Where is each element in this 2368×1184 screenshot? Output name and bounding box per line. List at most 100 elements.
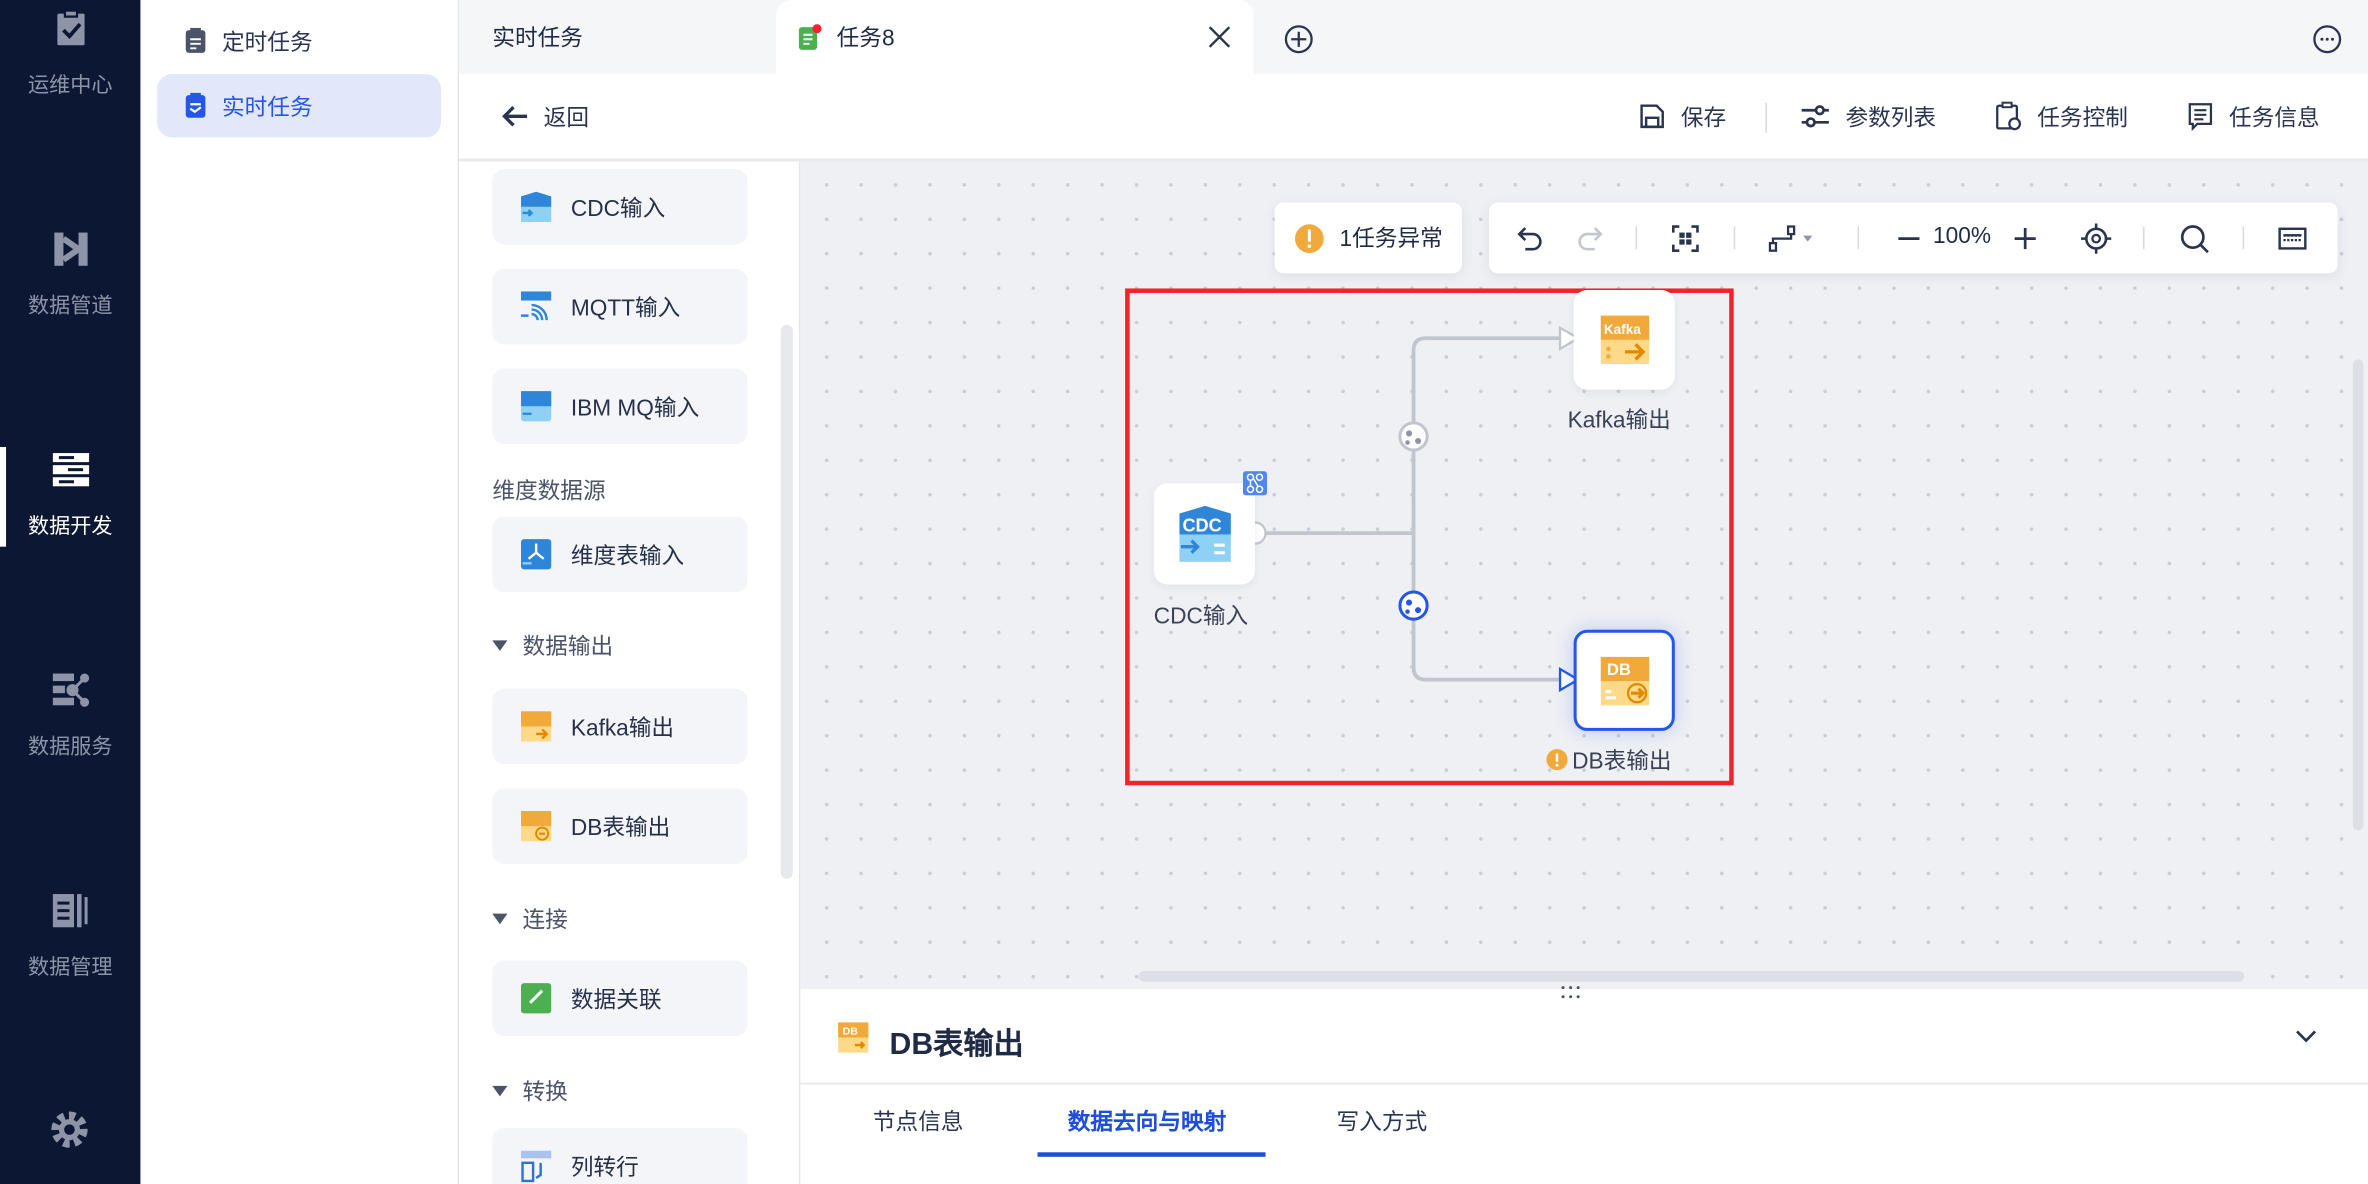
palette-item-db-output[interactable]: DB表输出 (492, 788, 748, 864)
palette-item-mqtt-input[interactable]: MQTT输入 (492, 268, 748, 345)
zoom-out-icon[interactable] (1894, 224, 1924, 254)
nav-item-service[interactable]: 数据服务 (0, 671, 140, 777)
clipboard-check-icon (56, 9, 84, 46)
section-label: 连接 (522, 907, 568, 934)
sub-nav: 定时任务 实时任务 (140, 0, 460, 1184)
canvas-vertical-scrollbar[interactable] (2352, 359, 2364, 831)
tab-write-mode[interactable]: 写入方式 (1336, 1109, 1428, 1136)
task-control-label: 任务控制 (2037, 104, 2128, 131)
save-label: 保存 (1680, 104, 1727, 131)
nav-item-ops[interactable]: 运维中心 (0, 9, 140, 115)
ibm-mq-icon (521, 391, 552, 422)
search-icon[interactable] (2178, 222, 2211, 255)
panel-divider (800, 1082, 2368, 1085)
more-icon[interactable] (2312, 24, 2342, 54)
db-icon-text: DB (843, 1025, 859, 1037)
nav-label: 数据管理 (27, 954, 113, 979)
palette-item-label: IBM MQ输入 (570, 394, 700, 421)
tab-node-info[interactable]: 节点信息 (872, 1109, 964, 1136)
gear-icon[interactable] (50, 1110, 89, 1149)
section-label: 转换 (522, 1079, 568, 1106)
palette-item-label: 维度表输入 (570, 542, 685, 569)
flow-canvas[interactable]: 1任务异常 100% CDC CDC输入 Kafka Kafka输出 DB (800, 161, 2368, 990)
canvas-toolbar: 100% (1489, 202, 2338, 274)
plus-circle-icon[interactable] (1284, 24, 1314, 54)
mqtt-icon (521, 291, 552, 321)
zoom-in-icon[interactable] (2010, 224, 2040, 254)
nav-label: 数据管道 (27, 292, 113, 318)
palette-item-kafka-output[interactable]: Kafka输出 (492, 688, 748, 765)
node-cdc-input[interactable]: CDC (1153, 483, 1255, 585)
node-branch-badge-icon[interactable] (1242, 471, 1268, 496)
palette-item-col-to-row[interactable]: 列转行 (492, 1128, 748, 1184)
dev-server-icon (52, 453, 89, 487)
alert-label: 1任务异常 (1339, 226, 1443, 253)
redo-icon[interactable] (1574, 224, 1604, 254)
subnav-item-realtime[interactable]: 实时任务 (157, 73, 441, 138)
toolbar-divider (1765, 102, 1767, 133)
component-palette: CDC输入 MQTT输入 IBM MQ输入 维度数据源 维度表输入 数据输出 K… (459, 161, 801, 1184)
palette-item-ibmmq-input[interactable]: IBM MQ输入 (492, 368, 748, 444)
node-warning-icon (1546, 749, 1568, 771)
node-label: Kafka输出 (1567, 407, 1671, 434)
nav-item-management[interactable]: 数据管理 (0, 891, 140, 997)
fit-view-icon[interactable] (1670, 224, 1700, 254)
back-label: 返回 (543, 104, 590, 131)
undo-icon[interactable] (1516, 224, 1546, 254)
clipboard-gear-icon (1996, 101, 2022, 131)
toolbar-divider (1733, 226, 1736, 250)
save-icon (1640, 104, 1664, 129)
palette-section-transform[interactable]: 转换 (492, 1075, 568, 1107)
params-label: 参数列表 (1845, 104, 1937, 131)
column-to-row-icon (521, 1150, 552, 1183)
params-button[interactable]: 参数列表 (1800, 74, 1936, 159)
palette-item-cdc-input[interactable]: CDC输入 (492, 169, 748, 245)
subnav-label: 实时任务 (221, 94, 313, 121)
toolbar-divider (2242, 226, 2245, 250)
chevron-down-icon[interactable] (2294, 1027, 2318, 1045)
palette-item-label: CDC输入 (570, 195, 666, 222)
palette-item-label: 列转行 (570, 1154, 639, 1181)
task-info-button[interactable]: 任务信息 (2187, 74, 2320, 159)
palette-item-label: Kafka输出 (570, 715, 675, 741)
palette-section-output[interactable]: 数据输出 (492, 630, 613, 662)
resize-handle-icon[interactable] (1559, 983, 1583, 1001)
tab-label: 实时任务 (492, 25, 583, 52)
nav-item-dev[interactable]: 数据开发 (0, 447, 140, 556)
task-file-icon (798, 23, 822, 50)
tab-data-mapping[interactable]: 数据去向与映射 (1067, 1109, 1227, 1136)
db-table-icon (521, 810, 552, 842)
palette-item-data-join[interactable]: 数据关联 (492, 960, 748, 1036)
palette-scrollbar[interactable] (780, 324, 793, 879)
collapse-caret-icon (492, 640, 508, 651)
node-db-output[interactable]: DB (1573, 629, 1675, 731)
cdc-icon (521, 191, 552, 222)
locate-icon[interactable] (2080, 222, 2113, 255)
nav-label: 数据开发 (27, 513, 113, 538)
connector-style-icon[interactable] (1767, 224, 1815, 254)
canvas-horizontal-scrollbar[interactable] (1138, 971, 2245, 982)
service-icon (52, 673, 89, 707)
tab-realtime[interactable]: 实时任务 (492, 0, 583, 74)
subnav-item-scheduled[interactable]: 定时任务 (157, 9, 441, 72)
save-button[interactable]: 保存 (1639, 74, 1727, 159)
node-label: CDC输入 (1153, 604, 1249, 630)
palette-item-dim-table-input[interactable]: 维度表输入 (492, 516, 748, 592)
kafka-icon (521, 711, 552, 742)
task-control-button[interactable]: 任务控制 (1995, 74, 2128, 159)
main-nav: 运维中心 数据管道 数据开发 数据服务 数据管理 (0, 0, 141, 1184)
nav-item-pipeline[interactable]: 数据管道 (0, 230, 140, 336)
keyboard-icon[interactable] (2277, 224, 2307, 254)
palette-section-join[interactable]: 连接 (492, 903, 568, 935)
panel-title: DB表输出 (889, 1028, 1024, 1062)
task-alert-badge[interactable]: 1任务异常 (1274, 202, 1462, 274)
edge-branch-icon-kafka (1398, 421, 1429, 452)
node-kafka-output[interactable]: Kafka (1573, 289, 1675, 390)
back-button[interactable]: 返回 (501, 74, 589, 159)
palette-item-label: 数据关联 (570, 986, 662, 1013)
node-detail-panel: DB DB表输出 节点信息 数据去向与映射 写入方式 (800, 986, 2368, 1184)
tab-task8[interactable]: 任务8 (776, 0, 1254, 74)
tab-bar: 实时任务 任务8 (459, 0, 2368, 74)
management-icon (52, 894, 87, 928)
close-icon[interactable] (1208, 26, 1231, 49)
